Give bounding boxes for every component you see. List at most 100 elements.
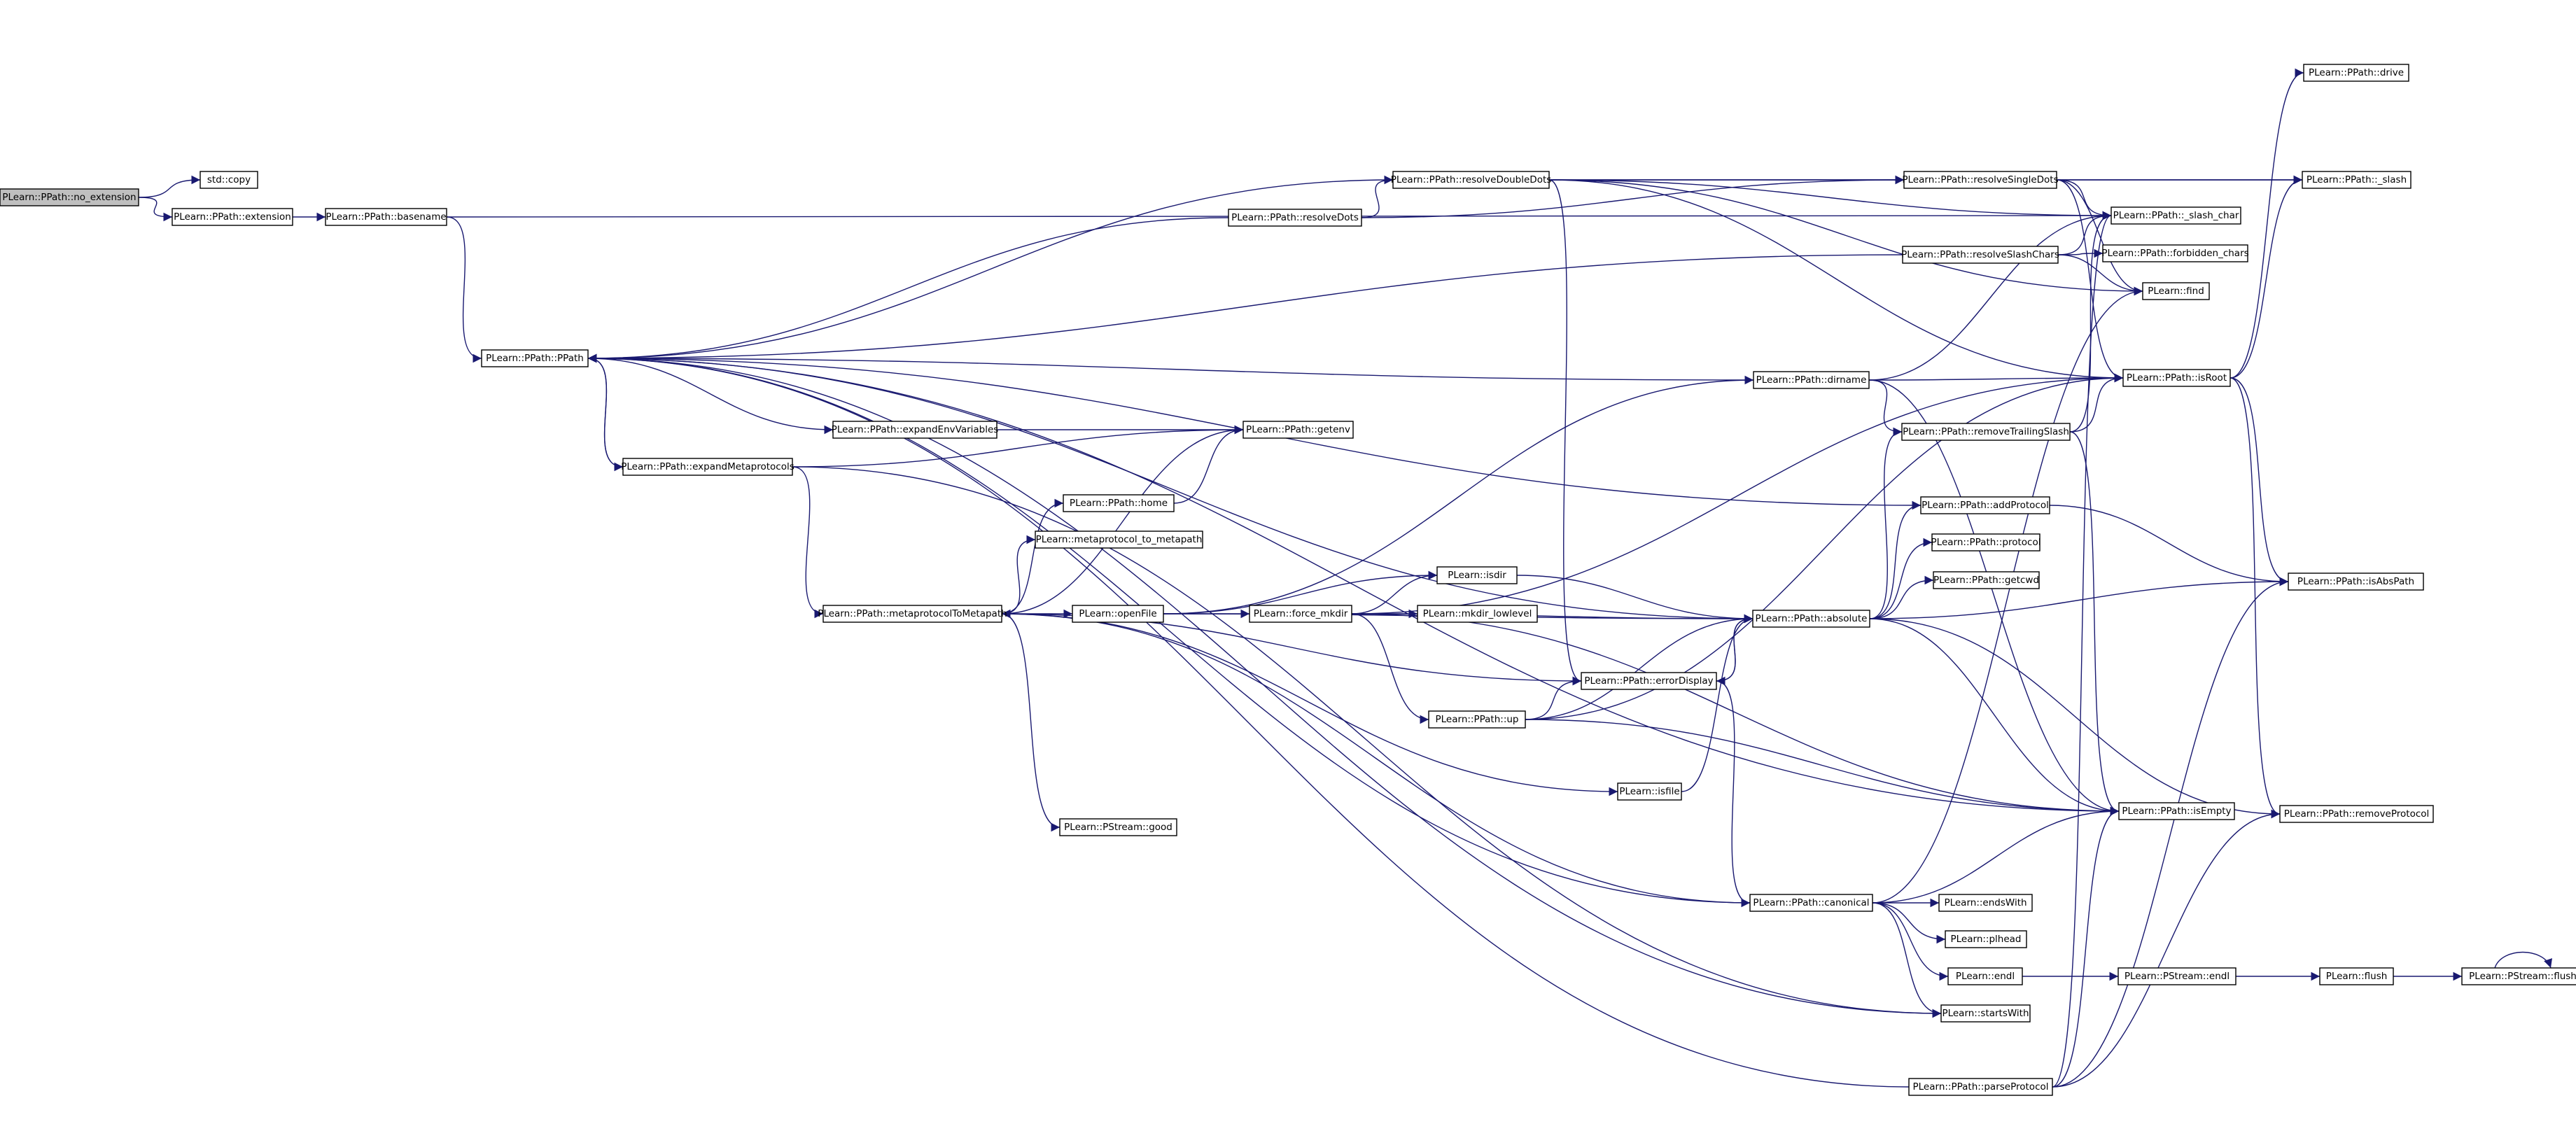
node-label: PLearn::PPath::removeTrailingSlash bbox=[1903, 426, 2069, 437]
node-box bbox=[1417, 605, 1538, 623]
node-label: PLearn::PPath::resolveDots bbox=[1231, 212, 1359, 223]
node-basename[interactable]: PLearn::PPath::basename bbox=[325, 208, 447, 226]
node-label: PLearn::PPath::isRoot bbox=[2127, 372, 2227, 384]
node-isfile[interactable]: PLearn::isfile bbox=[1617, 782, 1682, 801]
node-resolveSingleDots[interactable]: PLearn::PPath::resolveSingleDots bbox=[1902, 171, 2059, 189]
node-protocol[interactable]: PLearn::PPath::protocol bbox=[1931, 533, 2041, 552]
node-stream_flush[interactable]: PLearn::PStream::flush bbox=[2461, 967, 2576, 985]
edge-isRoot-to-removeProtocol bbox=[2230, 377, 2281, 819]
node-box bbox=[1920, 496, 2050, 514]
node-box bbox=[2142, 282, 2210, 300]
node-removeTrailingSlash[interactable]: PLearn::PPath::removeTrailingSlash bbox=[1901, 423, 2071, 441]
node-box bbox=[1072, 605, 1164, 623]
node-home[interactable]: PLearn::PPath::home bbox=[1063, 494, 1175, 512]
node-absolute[interactable]: PLearn::PPath::absolute bbox=[1752, 610, 1870, 628]
edge-force_mkdir-to-up bbox=[1351, 613, 1429, 724]
edge-up-to-isEmpty bbox=[1525, 719, 2120, 816]
node-copy[interactable]: std::copy bbox=[200, 171, 258, 189]
node-label: PLearn::PPath::drive bbox=[2309, 67, 2404, 78]
edge-ppath-to-expandEnvVariables bbox=[587, 358, 834, 435]
node-canonical[interactable]: PLearn::PPath::canonical bbox=[1749, 894, 1873, 912]
node-up[interactable]: PLearn::PPath::up bbox=[1428, 710, 1526, 729]
node-box bbox=[325, 208, 447, 226]
edge-openFile-to-isdir bbox=[1163, 570, 1438, 614]
node-label: PLearn::force_mkdir bbox=[1254, 608, 1348, 619]
edge-absolute-to-isEmpty bbox=[1869, 618, 2120, 816]
node-drive[interactable]: PLearn::PPath::drive bbox=[2303, 64, 2409, 82]
node-box bbox=[1059, 818, 1177, 836]
node-slash[interactable]: PLearn::PPath::_slash bbox=[2302, 171, 2412, 189]
node-isAbsPath[interactable]: PLearn::PPath::isAbsPath bbox=[2288, 572, 2424, 591]
node-removeProtocol[interactable]: PLearn::PPath::removeProtocol bbox=[2279, 805, 2434, 823]
node-label: std::copy bbox=[207, 174, 251, 185]
node-endsWith[interactable]: PLearn::endsWith bbox=[1938, 894, 2033, 912]
edge-resolveDoubleDots-to-slash_char bbox=[1548, 179, 2112, 220]
edge-removeTrailingSlash-to-slash_char bbox=[2069, 211, 2112, 433]
node-box bbox=[2279, 805, 2434, 823]
edge-canonical-to-plhead bbox=[1872, 902, 1946, 944]
edge-resolveDoubleDots-to-errorDisplay bbox=[1548, 179, 1582, 686]
node-label: PLearn::PPath::extension bbox=[174, 211, 291, 223]
node-endl[interactable]: PLearn::endl bbox=[1947, 967, 2023, 985]
node-addProtocol[interactable]: PLearn::PPath::addProtocol bbox=[1920, 496, 2050, 514]
node-startsWith[interactable]: PLearn::startsWith bbox=[1940, 1004, 2031, 1023]
node-isEmpty[interactable]: PLearn::PPath::isEmpty bbox=[2118, 802, 2235, 820]
node-isdir[interactable]: PLearn::isdir bbox=[1436, 566, 1518, 584]
node-label: PLearn::PPath::parseProtocol bbox=[1913, 1081, 2049, 1093]
node-expandMetaprotocols[interactable]: PLearn::PPath::expandMetaprotocols bbox=[621, 458, 794, 476]
node-slash_char[interactable]: PLearn::PPath::_slash_char bbox=[2110, 206, 2241, 225]
node-parseProtocol[interactable]: PLearn::PPath::parseProtocol bbox=[1908, 1078, 2053, 1096]
node-dirname[interactable]: PLearn::PPath::dirname bbox=[1753, 371, 1870, 389]
node-ppath[interactable]: PLearn::PPath::PPath bbox=[481, 349, 589, 367]
node-resolveDots[interactable]: PLearn::PPath::resolveDots bbox=[1228, 209, 1362, 227]
node-getenv[interactable]: PLearn::PPath::getenv bbox=[1242, 421, 1354, 439]
node-extension[interactable]: PLearn::PPath::extension bbox=[172, 208, 293, 226]
edge-resolveDots-to-resolveSingleDots bbox=[1361, 175, 1905, 218]
node-stream_endl[interactable]: PLearn::PStream::endl bbox=[2118, 967, 2236, 985]
node-isRoot[interactable]: PLearn::PPath::isRoot bbox=[2122, 369, 2231, 387]
edge-home-to-getenv bbox=[1173, 425, 1244, 504]
edge-no_extension-to-copy bbox=[138, 175, 201, 198]
edge-resolveDots-to-ppath bbox=[587, 217, 1229, 363]
node-expandEnvVariables[interactable]: PLearn::PPath::expandEnvVariables bbox=[832, 421, 999, 439]
node-forbidden_chars[interactable]: PLearn::PPath::forbidden_chars bbox=[2101, 244, 2249, 262]
node-metaprotocol_to_metapath[interactable]: PLearn::metaprotocol_to_metapath bbox=[1035, 531, 1203, 549]
node-label: PLearn::endl bbox=[1956, 971, 2015, 982]
edge-isdir-to-absolute bbox=[1516, 575, 1754, 624]
node-box bbox=[1940, 1004, 2031, 1023]
node-box bbox=[1035, 531, 1203, 549]
node-metaprotocolToMetapath[interactable]: PLearn::PPath::metaprotocolToMetapath bbox=[818, 605, 1007, 623]
edge-metaprotocolToMetapath-to-metaprotocol_to_metapath bbox=[1001, 535, 1036, 614]
node-no_extension[interactable]: PLearn::PPath::no_extension bbox=[0, 188, 139, 206]
edge-no_extension-to-extension bbox=[138, 197, 173, 222]
node-openFile[interactable]: PLearn::openFile bbox=[1072, 605, 1164, 623]
node-label: PLearn::PPath::protocol bbox=[1931, 537, 2041, 548]
edge-up-to-errorDisplay bbox=[1525, 676, 1582, 720]
edge-parseProtocol-to-removeProtocol bbox=[2052, 809, 2281, 1088]
node-force_mkdir[interactable]: PLearn::force_mkdir bbox=[1249, 605, 1352, 623]
node-resolveDoubleDots[interactable]: PLearn::PPath::resolveDoubleDots bbox=[1391, 171, 1552, 189]
node-box bbox=[2288, 572, 2424, 591]
edge-isRoot-to-isAbsPath bbox=[2230, 377, 2289, 586]
node-label: PLearn::PPath::getcwd bbox=[1933, 575, 2039, 586]
edge-up-to-absolute bbox=[1525, 614, 1754, 720]
node-box bbox=[2461, 967, 2576, 985]
node-flush[interactable]: PLearn::flush bbox=[2319, 967, 2394, 985]
node-label: PLearn::PPath::dirname bbox=[1756, 374, 1867, 386]
node-label: PLearn::PPath::resolveSingleDots bbox=[1902, 174, 2058, 185]
node-plhead[interactable]: PLearn::plhead bbox=[1945, 930, 2027, 948]
node-box bbox=[2302, 171, 2412, 189]
node-box bbox=[1749, 894, 1873, 912]
node-good[interactable]: PLearn::PStream::good bbox=[1059, 818, 1177, 836]
node-box bbox=[1753, 371, 1870, 389]
node-find[interactable]: PLearn::find bbox=[2142, 282, 2210, 300]
node-getcwd[interactable]: PLearn::PPath::getcwd bbox=[1933, 571, 2040, 589]
edge-canonical-to-find bbox=[1872, 286, 2143, 904]
node-label: PLearn::PPath::expandMetaprotocols bbox=[621, 461, 794, 472]
node-box bbox=[1392, 171, 1550, 189]
node-mkdir_lowlevel[interactable]: PLearn::mkdir_lowlevel bbox=[1417, 605, 1538, 623]
edge-errorDisplay-to-canonical bbox=[1716, 680, 1751, 908]
node-resolveSlashChars[interactable]: PLearn::PPath::resolveSlashChars bbox=[1901, 246, 2059, 264]
node-errorDisplay[interactable]: PLearn::PPath::errorDisplay bbox=[1581, 672, 1717, 690]
